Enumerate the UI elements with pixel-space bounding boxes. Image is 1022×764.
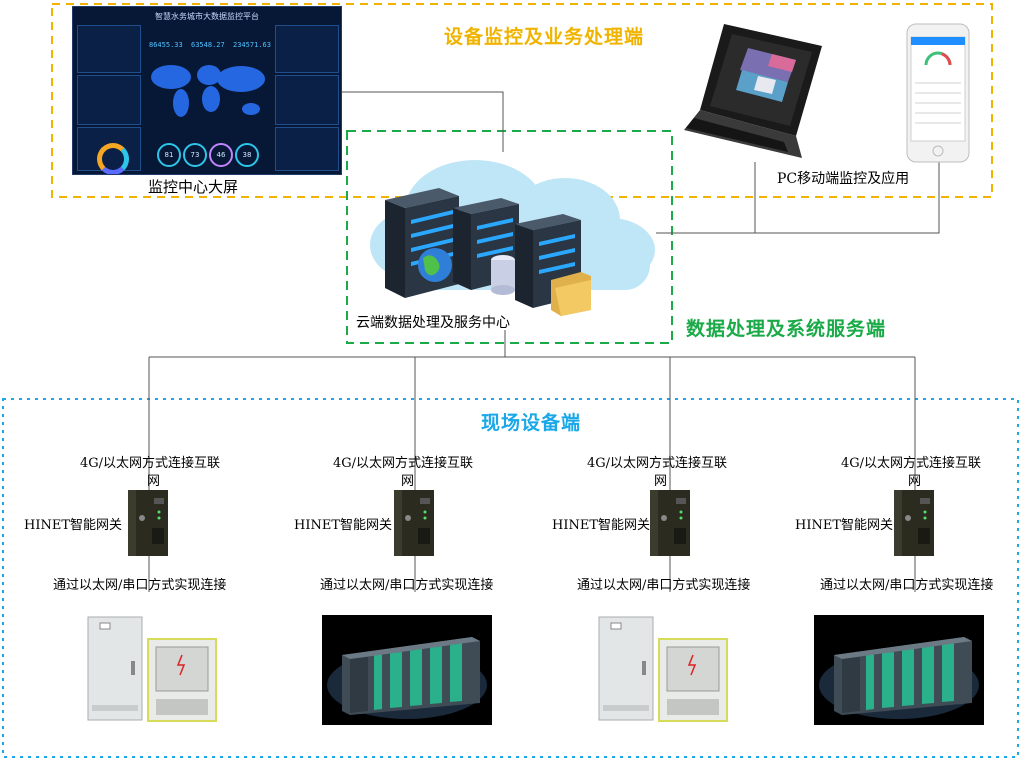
cloud-server-icon [370,160,655,316]
connection-label-3-cont: 网 [654,474,668,489]
monitoring-region-title: 设备监控及业务处理端 [444,26,645,48]
connection-label-4-cont: 网 [908,474,922,489]
dashboard-screen: 智慧水务城市大数据监控平台 86455.33 63548.27 234571.6… [72,6,342,175]
gateway-device-icon-2 [394,490,434,556]
gateway-label-4: HINET智能网关 [795,518,894,533]
connection-label-1-cont: 网 [147,474,161,489]
dashboard-donut-chart [97,143,129,174]
dashboard-kpi-1: 86455.33 [149,41,183,49]
dashboard-ring-2: 73 [183,143,207,167]
electrical-cabinet-image-1 [84,615,218,722]
connection-label-2-cont: 网 [401,474,415,489]
link-label-3: 通过以太网/串口方式实现连接 [577,578,751,593]
connection-label-2: 4G/以太网方式连接互联 [333,456,474,471]
dashboard-ring-1: 81 [157,143,181,167]
gateway-device-icon-3 [650,490,690,556]
dashboard-right-panel-mid [275,75,339,125]
connection-label-1: 4G/以太网方式连接互联 [80,456,221,471]
dashboard-right-panel-bottom [275,127,339,171]
laptop-icon [684,24,822,158]
phone-icon [906,23,970,163]
dashboard-left-panel-top [77,25,141,73]
connection-label-3: 4G/以太网方式连接互联 [587,456,728,471]
gateway-label-2: HINET智能网关 [294,518,393,533]
dashboard-ring-4: 38 [235,143,259,167]
link-label-2: 通过以太网/串口方式实现连接 [320,578,494,593]
field-region-title: 现场设备端 [481,412,582,434]
link-label-4: 通过以太网/串口方式实现连接 [820,578,994,593]
gateway-device-icon-1 [128,490,168,556]
cloud-pc-link [656,162,940,234]
plc-image-4 [814,615,984,725]
screen-cloud-link [340,91,504,152]
world-map-icon [151,65,265,117]
dashboard-ring-3: 46 [209,143,233,167]
cloud-region-title: 数据处理及系统服务端 [686,318,887,340]
dashboard-kpi-3: 234571.63 [233,41,271,49]
plc-image-2 [322,615,492,725]
dashboard-right-panel-top [275,25,339,73]
link-label-1: 通过以太网/串口方式实现连接 [53,578,227,593]
gateway-label-3: HINET智能网关 [552,518,651,533]
gateway-label-1: HINET智能网关 [24,518,123,533]
dashboard-kpi-2: 63548.27 [191,41,225,49]
pc-mobile-caption: PC移动端监控及应用 [777,171,910,187]
screen-caption: 监控中心大屏 [148,178,239,196]
cloud-region-border [346,130,673,344]
field-region-border [2,398,1019,758]
cloud-caption: 云端数据处理及服务中心 [356,315,510,331]
gateway-device-icon-4 [894,490,934,556]
dashboard-title: 智慧水务城市大数据监控平台 [155,12,259,21]
dashboard-left-panel-mid [77,75,141,125]
connection-label-4: 4G/以太网方式连接互联 [841,456,982,471]
electrical-cabinet-image-3 [595,615,729,722]
